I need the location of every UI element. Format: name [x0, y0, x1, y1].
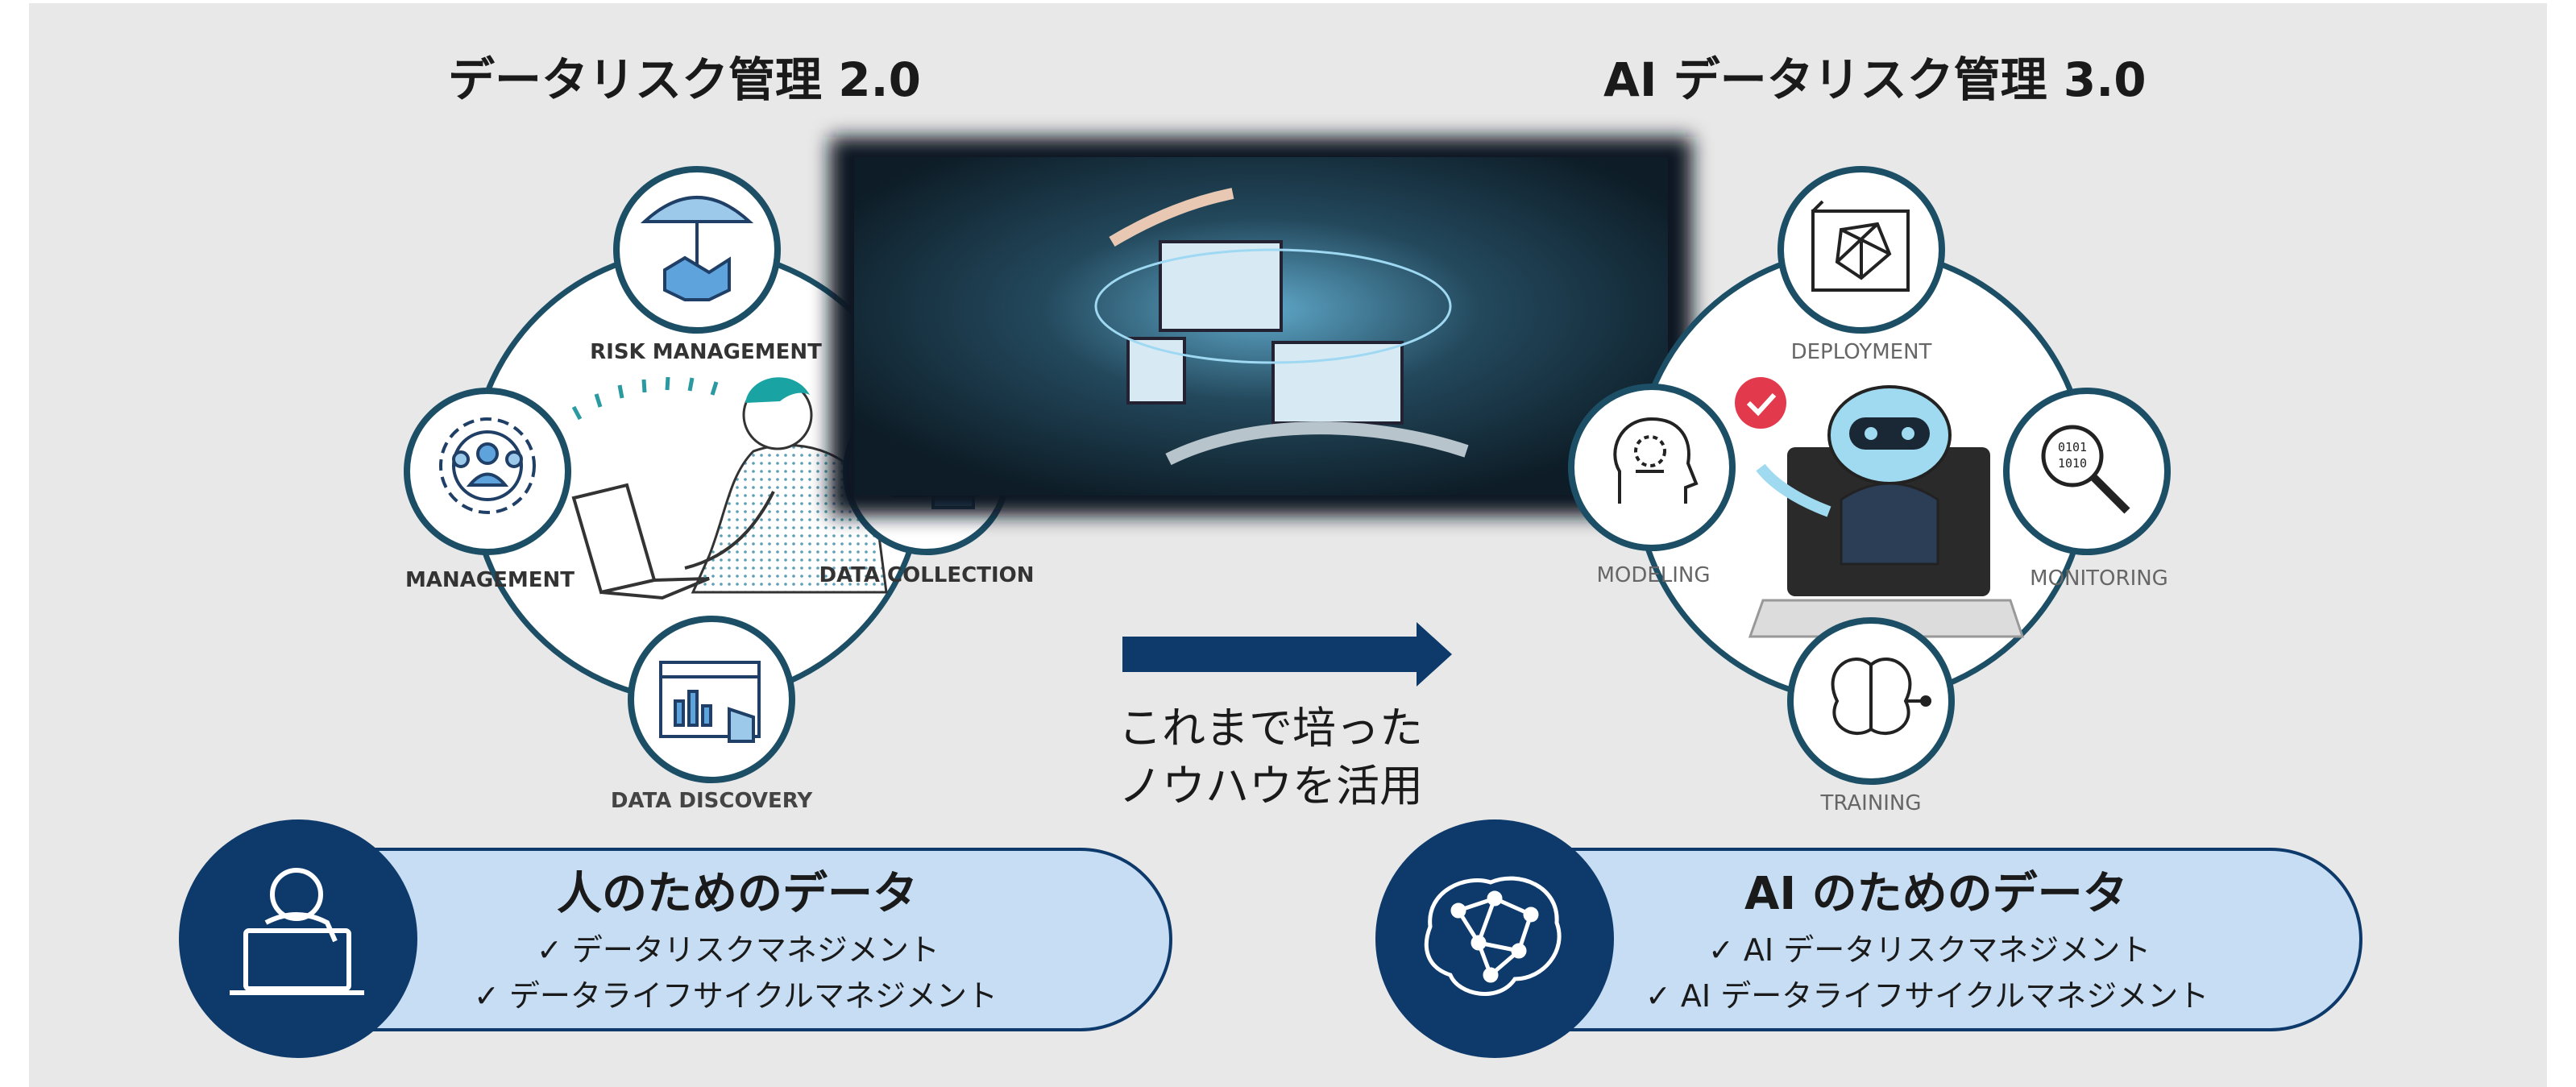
left-title: データリスク管理 2.0: [448, 52, 921, 107]
deployment-label: DEPLOYMENT: [1791, 340, 1932, 364]
risk-management-label: RISK MANAGEMENT: [590, 340, 822, 364]
brain-circuit-icon: [1831, 657, 1931, 735]
modeling-node: [1568, 384, 1736, 551]
data-discovery-label: DATA DISCOVERY: [611, 789, 814, 813]
gear-people-icon: [439, 417, 536, 514]
left-pill-item-2: ✓ データライフサイクルマネジメント: [474, 978, 998, 1014]
center-tech-image: [830, 137, 1692, 516]
arrow-caption: これまで培った ノウハウを活用: [1118, 699, 1423, 815]
training-label: TRAINING: [1819, 791, 1921, 815]
left-pill-item-1: ✓ データリスクマネジメント: [537, 932, 940, 968]
check-badge-icon: [1735, 377, 1786, 429]
svg-text:1010: 1010: [2058, 456, 2087, 471]
umbrella-handshake-icon: [640, 196, 754, 301]
head-gear-icon: [1613, 417, 1699, 504]
magnifier-binary-icon: 0101 1010: [2041, 425, 2130, 514]
training-node: [1787, 617, 1955, 785]
left-pill-title: 人のためのデータ: [557, 868, 918, 920]
right-pill-item-2: ✓ AI データライフサイクルマネジメント: [1645, 978, 2209, 1014]
arrow-caption-line-1: これまで培った: [1118, 703, 1423, 753]
right-pill-item-1: ✓ AI データリスクマネジメント: [1708, 932, 2151, 968]
svg-text:0101: 0101: [2058, 440, 2087, 454]
management-label: MANAGEMENT: [405, 568, 575, 592]
modeling-label: MODELING: [1596, 563, 1710, 587]
monitoring-node: 0101 1010: [2003, 388, 2171, 555]
deployment-node: [1777, 166, 1945, 334]
management-node: [404, 388, 571, 555]
blueprint-network-icon: [1811, 200, 1910, 292]
right-pill-title: AI のためのデータ: [1744, 868, 2128, 920]
right-cycle: DEPLOYMENT MODELING 0101 1010 MONITORING: [1568, 166, 2171, 815]
dashboard-touch-icon: [659, 661, 761, 743]
robot-laptop-illustration: [1735, 377, 2025, 638]
data-discovery-node: [628, 616, 795, 783]
data-collection-label: DATA COLLECTION: [819, 563, 1034, 587]
risk-management-node: [613, 166, 781, 334]
transition-arrow: [1122, 622, 1452, 687]
arrow-caption-line-2: ノウハウを活用: [1118, 761, 1423, 811]
right-title: AI データリスク管理 3.0: [1603, 52, 2147, 107]
monitoring-label: MONITORING: [2030, 566, 2168, 591]
